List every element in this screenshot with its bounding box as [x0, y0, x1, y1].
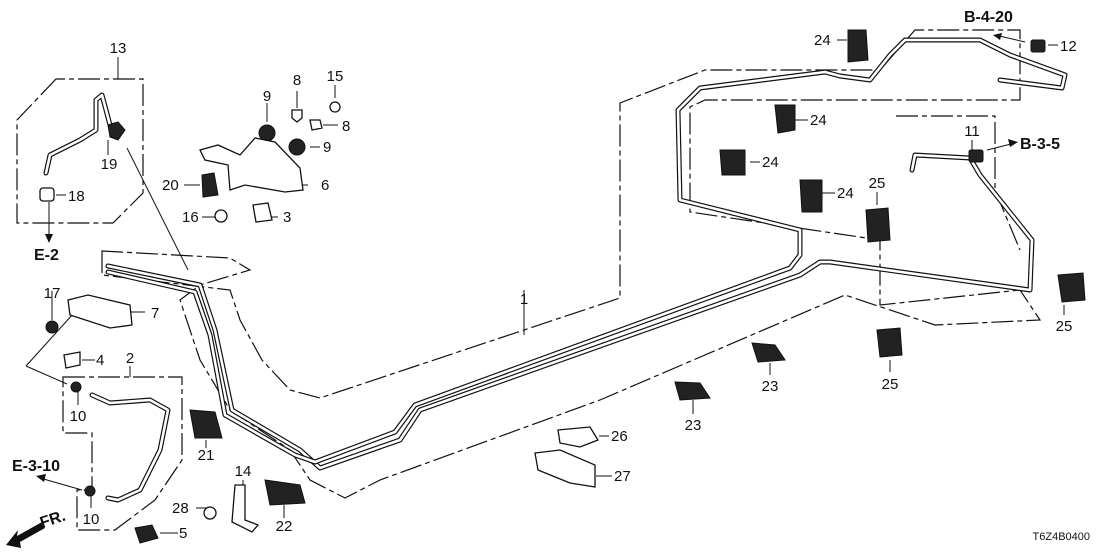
part-24c-clip: [719, 149, 746, 176]
front-direction-arrow-icon: [6, 522, 45, 548]
callout-1: 1: [520, 291, 528, 308]
hose-2: [89, 392, 171, 503]
part-24b-clip: [774, 104, 796, 134]
part-9b-grommet: [288, 138, 306, 156]
reference-b-4-20[interactable]: B-4-20: [964, 9, 1013, 26]
group-outline-right-branch: [896, 115, 1021, 251]
part-8b-bolt: [309, 119, 323, 131]
reference-arrows: [36, 33, 1018, 482]
part-18-cap: [39, 187, 55, 202]
callout-23a: 23: [685, 417, 702, 434]
part-28-bolt: [203, 506, 217, 520]
front-direction-label: FR.: [38, 508, 68, 532]
part-19-clamp: [107, 121, 126, 141]
part-4-clip: [63, 351, 81, 369]
callout-8a: 8: [293, 72, 301, 89]
part-26-clip: [557, 426, 599, 448]
callout-14: 14: [235, 463, 252, 480]
part-15-nut: [329, 101, 341, 113]
callout-25b: 25: [1056, 318, 1073, 335]
callout-17: 17: [44, 285, 61, 302]
callout-24c: 24: [762, 154, 779, 171]
part-12-clip: [1030, 39, 1046, 53]
part-25a-clip: [876, 327, 903, 358]
callout-6: 6: [321, 177, 329, 194]
part-9a-grommet: [258, 124, 276, 142]
callout-11: 11: [964, 123, 980, 140]
pipe-assembly-1: [105, 37, 1068, 471]
callout-4: 4: [96, 352, 104, 369]
callout-10a: 10: [70, 408, 87, 425]
hose-13: [43, 92, 113, 176]
callout-10b: 10: [83, 511, 100, 528]
part-24a-clip: [847, 29, 869, 63]
part-10b-clip: [84, 485, 96, 497]
part-23a-clip: [674, 381, 711, 401]
callout-27: 27: [614, 468, 631, 485]
part-22-clip: [264, 479, 306, 506]
callout-26: 26: [611, 428, 628, 445]
part-8a-bolt: [291, 109, 303, 123]
callout-22: 22: [276, 518, 293, 535]
callout-24b: 24: [810, 112, 827, 129]
callout-2: 2: [126, 350, 134, 367]
callout-3: 3: [283, 209, 291, 226]
callout-13: 13: [110, 40, 127, 57]
callout-24d: 24: [837, 185, 854, 202]
callout-28: 28: [172, 500, 189, 517]
callout-20: 20: [162, 177, 179, 194]
part-25c-clip: [865, 207, 891, 243]
part-17-nut: [45, 320, 59, 334]
part-10a-clip: [70, 381, 82, 393]
reference-b-3-5[interactable]: B-3-5: [1020, 136, 1060, 153]
part-24d-clip: [799, 179, 823, 213]
diagram-code: T6Z4B0400: [1033, 531, 1090, 543]
part-21-clip: [189, 409, 223, 439]
callout-19: 19: [101, 156, 118, 173]
callout-25a: 25: [882, 376, 899, 393]
part-25b-clip: [1057, 272, 1086, 303]
part-shapes: [39, 29, 1086, 544]
callout-12: 12: [1060, 38, 1077, 55]
callout-9a: 9: [263, 88, 271, 105]
callout-16: 16: [182, 209, 199, 226]
callout-18: 18: [68, 188, 85, 205]
part-16-bolt: [214, 209, 228, 223]
leader-lines: [25, 34, 1065, 534]
callout-8b: 8: [342, 118, 350, 135]
part-20-clip: [201, 172, 219, 198]
callout-25c: 25: [869, 175, 886, 192]
part-3-clip: [252, 202, 273, 223]
reference-e-2[interactable]: E-2: [34, 247, 59, 264]
part-11-clip: [968, 149, 984, 163]
part-14-bracket: [231, 484, 260, 533]
callout-24a: 24: [814, 32, 831, 49]
part-27-clip: [534, 449, 596, 488]
callout-7: 7: [151, 305, 159, 322]
group-outline-2: [62, 376, 183, 531]
part-23b-clip: [751, 342, 786, 363]
reference-e-3-10[interactable]: E-3-10: [12, 458, 60, 475]
part-5-grommet: [134, 524, 159, 544]
callout-21: 21: [198, 447, 215, 464]
part-7-bracket: [67, 294, 133, 329]
part-6-bracket: [199, 137, 304, 193]
callout-labels: 1 2 3 4 5 6 7 8 8 9 9 10 10 11 12 13 14 …: [44, 32, 1077, 542]
callout-23b: 23: [762, 378, 779, 395]
callout-5: 5: [179, 525, 187, 542]
group-outline-13: [16, 78, 144, 224]
callout-9b: 9: [323, 139, 331, 156]
callout-15: 15: [327, 68, 344, 85]
